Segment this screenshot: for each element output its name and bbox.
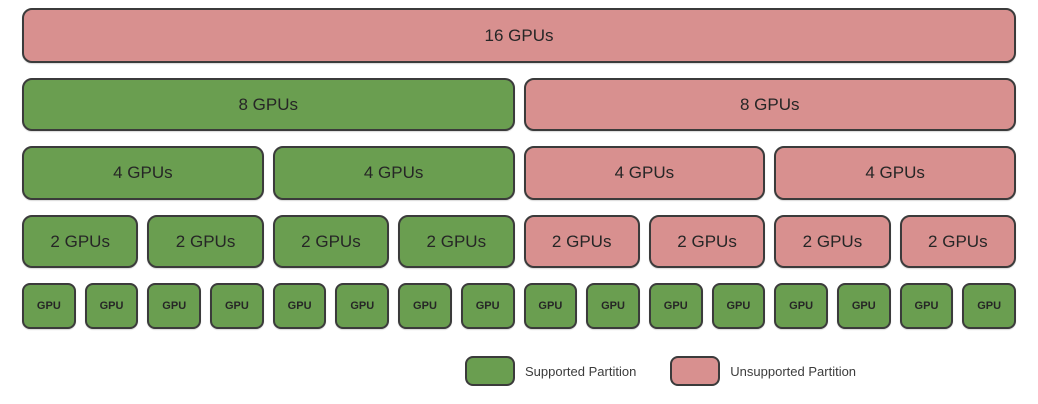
partition-box-16-gpu: 16 GPUs xyxy=(22,8,1016,63)
legend-item-unsupported: Unsupported Partition xyxy=(670,356,856,386)
partition-box-1-gpu: GPU xyxy=(460,283,515,329)
partition-box-2-gpu: 2 GPUs xyxy=(648,215,766,268)
partition-box-1-gpu: GPU xyxy=(22,283,76,329)
legend-item-supported: Supported Partition xyxy=(465,356,636,386)
partition-box-4-gpu: 4 GPUs xyxy=(774,146,1016,200)
partition-box-2-gpu: 2 GPUs xyxy=(774,215,891,268)
partition-box-1-gpu: GPU xyxy=(962,283,1016,329)
partition-box-1-gpu: GPU xyxy=(648,283,703,329)
partition-box-8-gpu: 8 GPUs xyxy=(22,78,515,131)
partition-box-1-gpu: GPU xyxy=(147,283,202,329)
partition-box-2-gpu: 2 GPUs xyxy=(899,215,1016,268)
partition-box-2-gpu: 2 GPUs xyxy=(398,215,515,268)
partition-box-4-gpu: 4 GPUs xyxy=(22,146,264,200)
partition-box-1-gpu: GPU xyxy=(586,283,640,329)
partition-box-1-gpu: GPU xyxy=(836,283,891,329)
partition-box-2-gpu: 2 GPUs xyxy=(22,215,139,268)
legend-label-unsupported: Unsupported Partition xyxy=(730,363,857,379)
partition-box-4-gpu: 4 GPUs xyxy=(523,146,766,200)
partition-box-1-gpu: GPU xyxy=(711,283,766,329)
partition-box-1-gpu: GPU xyxy=(84,283,139,329)
partition-box-8-gpu: 8 GPUs xyxy=(523,78,1016,131)
partition-box-1-gpu: GPU xyxy=(210,283,264,329)
supported-partition-swatch-icon xyxy=(465,356,515,386)
partition-box-1-gpu: GPU xyxy=(398,283,452,329)
partition-box-4-gpu: 4 GPUs xyxy=(272,146,515,200)
unsupported-partition-swatch-icon xyxy=(670,356,721,386)
partition-box-1-gpu: GPU xyxy=(335,283,390,329)
partition-box-2-gpu: 2 GPUs xyxy=(147,215,264,268)
legend: Supported Partition Unsupported Partitio… xyxy=(465,356,856,386)
partition-box-1-gpu: GPU xyxy=(523,283,578,329)
partition-box-1-gpu: GPU xyxy=(774,283,828,329)
partition-box-1-gpu: GPU xyxy=(899,283,954,329)
partition-box-1-gpu: GPU xyxy=(272,283,327,329)
legend-label-supported: Supported Partition xyxy=(525,363,637,379)
partition-box-2-gpu: 2 GPUs xyxy=(523,215,640,268)
partition-box-2-gpu: 2 GPUs xyxy=(272,215,390,268)
